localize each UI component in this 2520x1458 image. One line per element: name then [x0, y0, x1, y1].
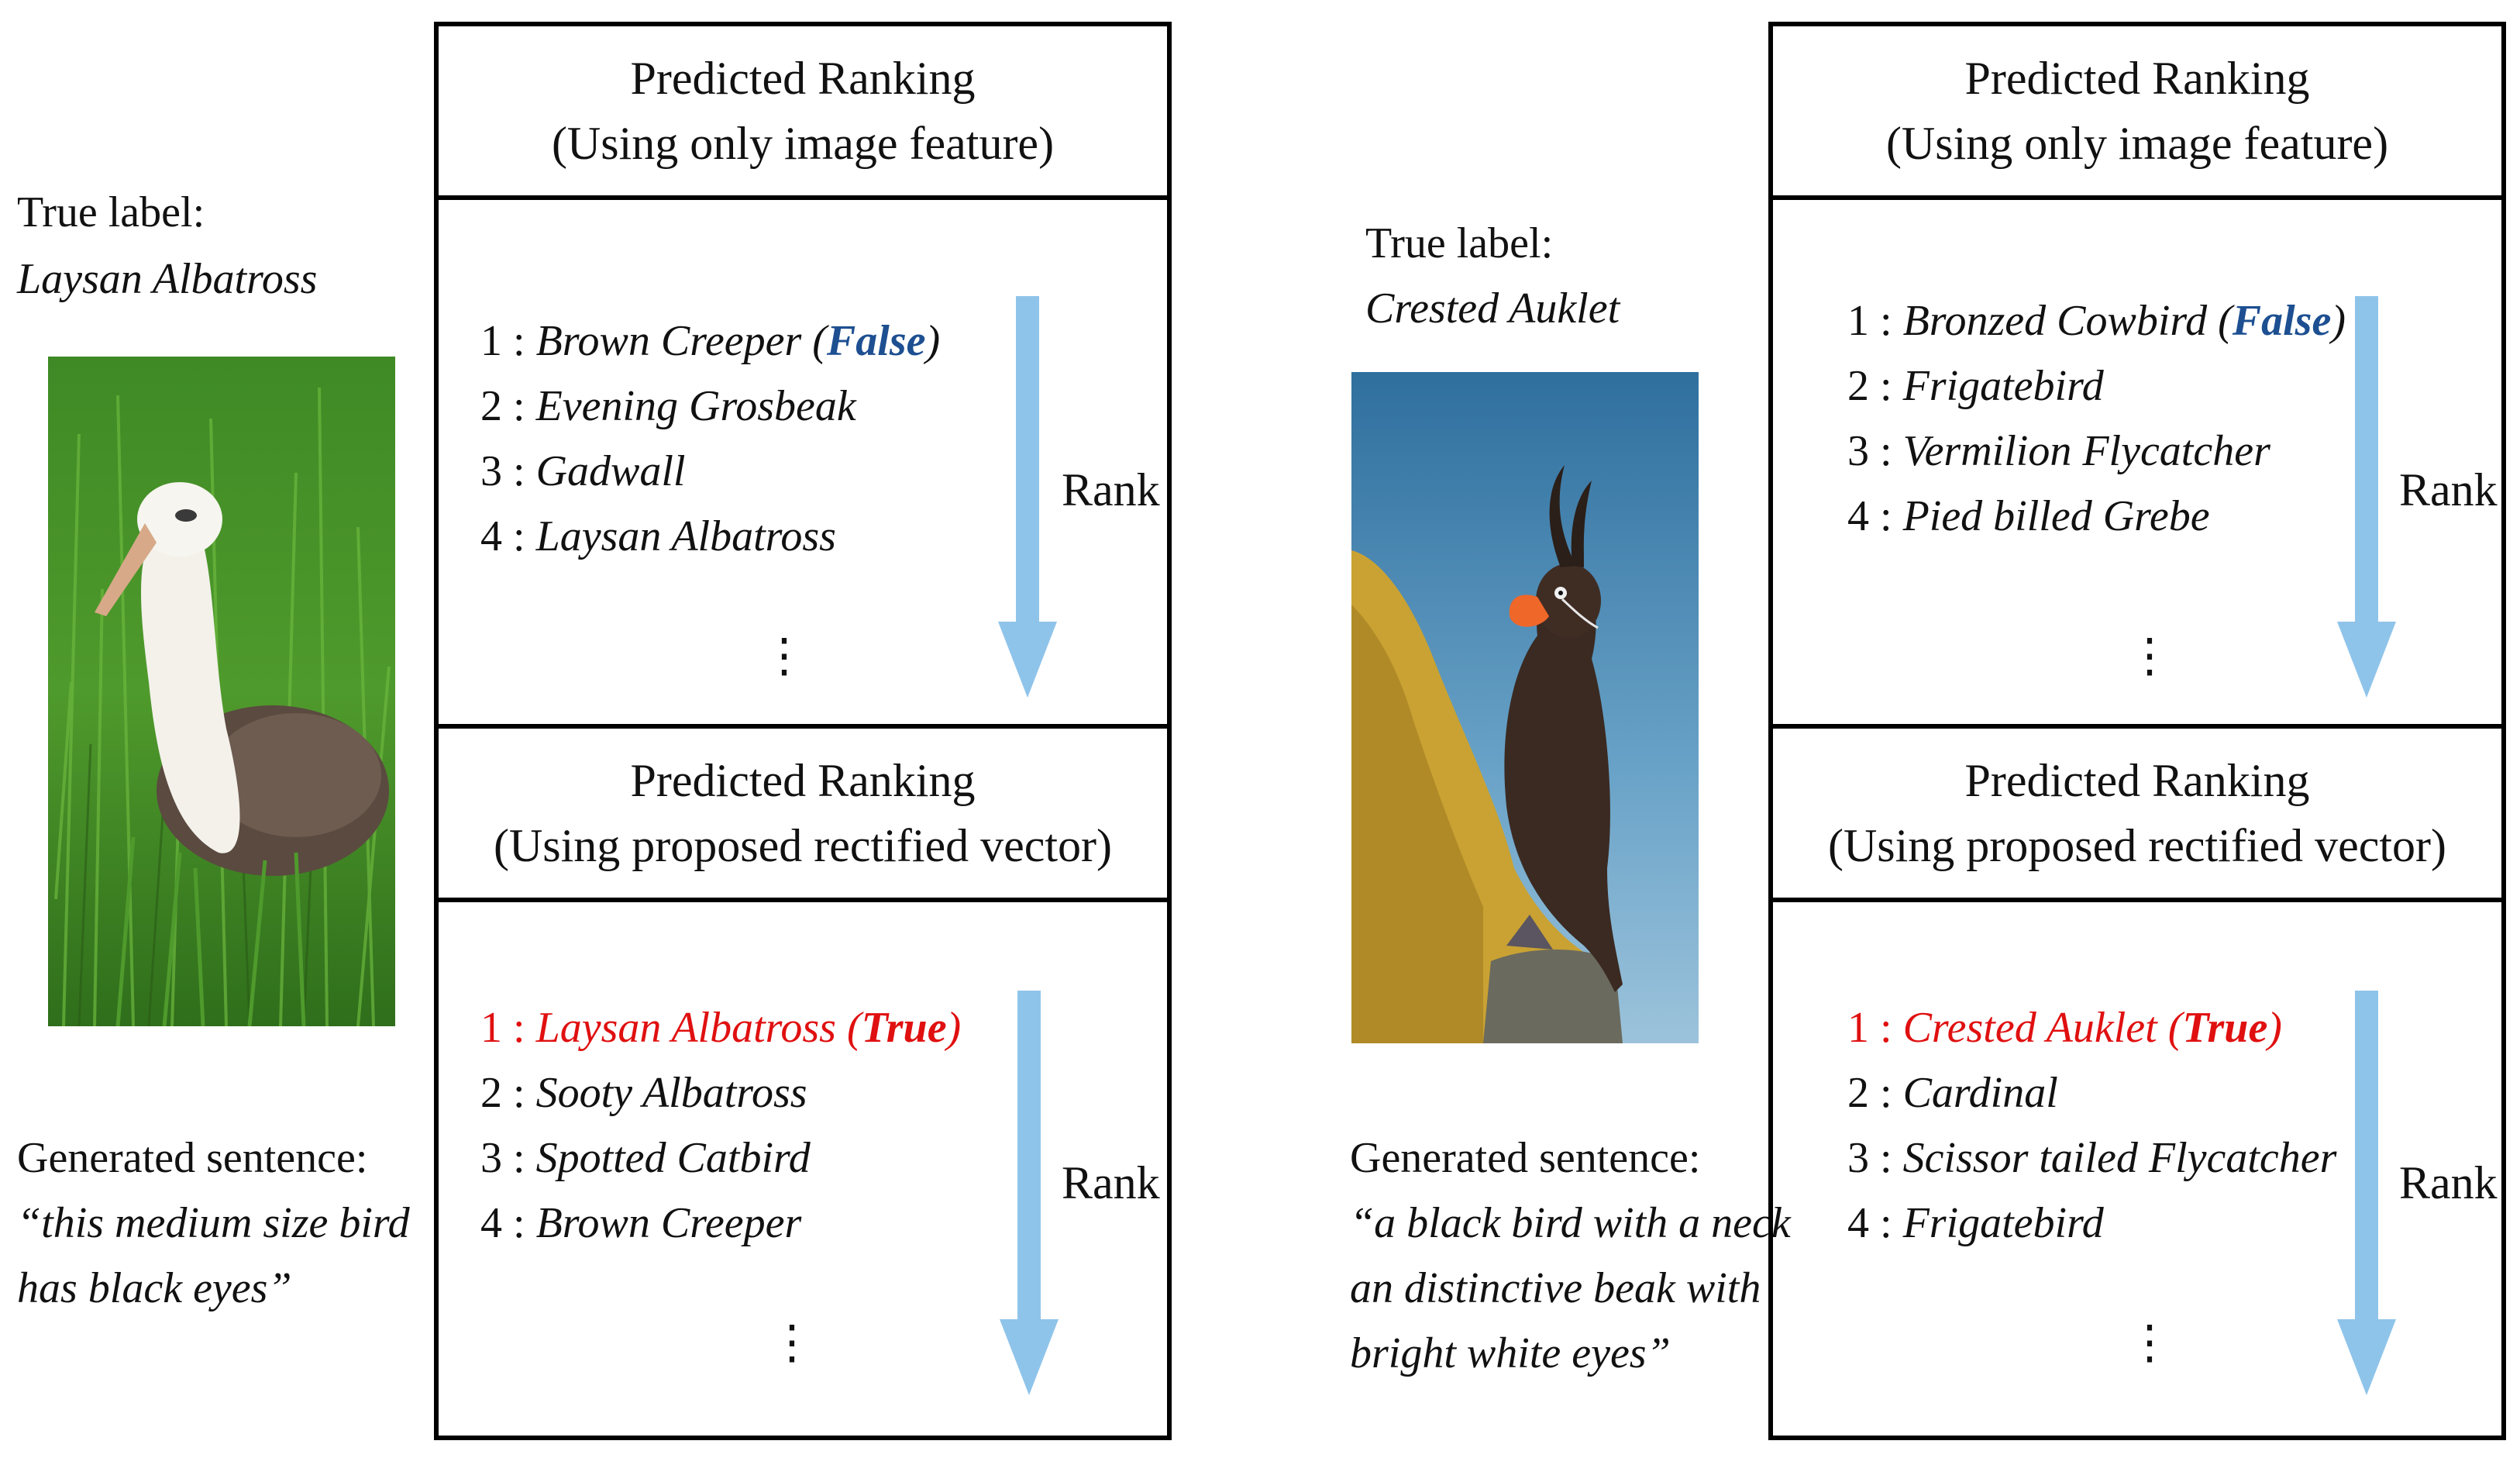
panel-title: Predicted Ranking	[1964, 53, 2310, 104]
ellipsis: ⋮	[2126, 1317, 2173, 1368]
left-sentence-line: “this medium size bird	[17, 1199, 410, 1247]
true-flag: True	[861, 1004, 947, 1052]
list-item: 1 : Bronzed Cowbird (False)	[1847, 297, 2346, 345]
ranking-list: 1 : Crested Auklet (True) 2 : Cardinal 3…	[1847, 995, 2336, 1256]
auklet-photo	[1351, 372, 1699, 1043]
list-item: 2 : Frigatebird	[1847, 362, 2104, 410]
right-bottom-panel-header: Predicted Ranking (Using proposed rectif…	[1768, 724, 2506, 902]
right-sentence-heading: Generated sentence:	[1350, 1134, 1701, 1182]
rank-arrow-icon	[998, 296, 1057, 698]
list-item: 2 : Evening Grosbeak	[480, 382, 856, 430]
panel-subtitle: (Using only image feature)	[551, 118, 1055, 169]
list-item: 2 : Cardinal	[1847, 1069, 2058, 1117]
albatross-photo	[48, 357, 395, 1026]
list-item: 1 : Brown Creeper (False)	[480, 317, 941, 365]
rank-label: Rank	[1062, 1157, 1160, 1208]
ellipsis: ⋮	[2126, 630, 2173, 681]
panel-title: Predicted Ranking	[630, 755, 976, 806]
list-item: 4 : Laysan Albatross	[480, 512, 836, 560]
right-true-label-heading: True label:	[1365, 219, 1554, 267]
right-sentence-line: an distinctive beak with	[1350, 1264, 1761, 1312]
left-true-label: Laysan Albatross	[17, 255, 318, 303]
list-item: 4 : Pied billed Grebe	[1847, 492, 2210, 540]
panel-subtitle: (Using only image feature)	[1885, 118, 2389, 169]
rank-arrow-icon	[1000, 991, 1059, 1395]
left-bottom-panel-header: Predicted Ranking (Using proposed rectif…	[434, 724, 1172, 902]
list-item: 2 : Sooty Albatross	[480, 1069, 807, 1117]
rank-label: Rank	[1062, 464, 1160, 515]
left-sentence-line: has black eyes”	[17, 1264, 292, 1312]
ranking-list: 1 : Brown Creeper (False) 2 : Evening Gr…	[480, 308, 940, 569]
rank-arrow-icon	[2337, 296, 2396, 698]
left-true-label-heading: True label:	[17, 188, 205, 236]
rank-label: Rank	[2399, 1157, 2498, 1208]
ranking-list: 1 : Laysan Albatross (True) 2 : Sooty Al…	[480, 995, 961, 1256]
list-item: 1 : Crested Auklet (True)	[1847, 1004, 2282, 1052]
list-item: 3 : Spotted Catbird	[480, 1134, 811, 1182]
left-top-panel-body: 1 : Brown Creeper (False) 2 : Evening Gr…	[434, 195, 1172, 729]
left-sentence-heading: Generated sentence:	[17, 1134, 368, 1182]
ellipsis: ⋮	[761, 630, 807, 681]
ellipsis: ⋮	[769, 1317, 815, 1368]
panel-title: Predicted Ranking	[630, 53, 976, 104]
right-sentence-line: “a black bird with a neck	[1350, 1199, 1791, 1247]
false-flag: False	[2232, 297, 2332, 345]
left-top-panel-header: Predicted Ranking (Using only image feat…	[434, 22, 1172, 200]
list-item: 4 : Brown Creeper	[480, 1199, 802, 1247]
false-flag: False	[826, 317, 926, 365]
right-top-panel-body: 1 : Bronzed Cowbird (False) 2 : Frigateb…	[1768, 195, 2506, 729]
right-true-label: Crested Auklet	[1365, 284, 1620, 333]
rank-label: Rank	[2399, 464, 2498, 515]
left-bottom-panel-body: 1 : Laysan Albatross (True) 2 : Sooty Al…	[434, 898, 1172, 1440]
panel-subtitle: (Using proposed rectified vector)	[493, 820, 1113, 871]
right-sentence-line: bright white eyes”	[1350, 1329, 1671, 1377]
list-item: 1 : Laysan Albatross (True)	[480, 1004, 962, 1052]
panel-subtitle: (Using proposed rectified vector)	[1827, 820, 2447, 871]
list-item: 3 : Scissor tailed Flycatcher	[1847, 1134, 2337, 1182]
list-item: 4 : Frigatebird	[1847, 1199, 2104, 1247]
panel-title: Predicted Ranking	[1964, 755, 2310, 806]
rank-arrow-icon	[2337, 991, 2396, 1395]
right-bottom-panel-body: 1 : Crested Auklet (True) 2 : Cardinal 3…	[1768, 898, 2506, 1440]
list-item: 3 : Vermilion Flycatcher	[1847, 427, 2270, 475]
list-item: 3 : Gadwall	[480, 447, 686, 495]
right-top-panel-header: Predicted Ranking (Using only image feat…	[1768, 22, 2506, 200]
ranking-list: 1 : Bronzed Cowbird (False) 2 : Frigateb…	[1847, 288, 2346, 549]
true-flag: True	[2182, 1004, 2268, 1052]
